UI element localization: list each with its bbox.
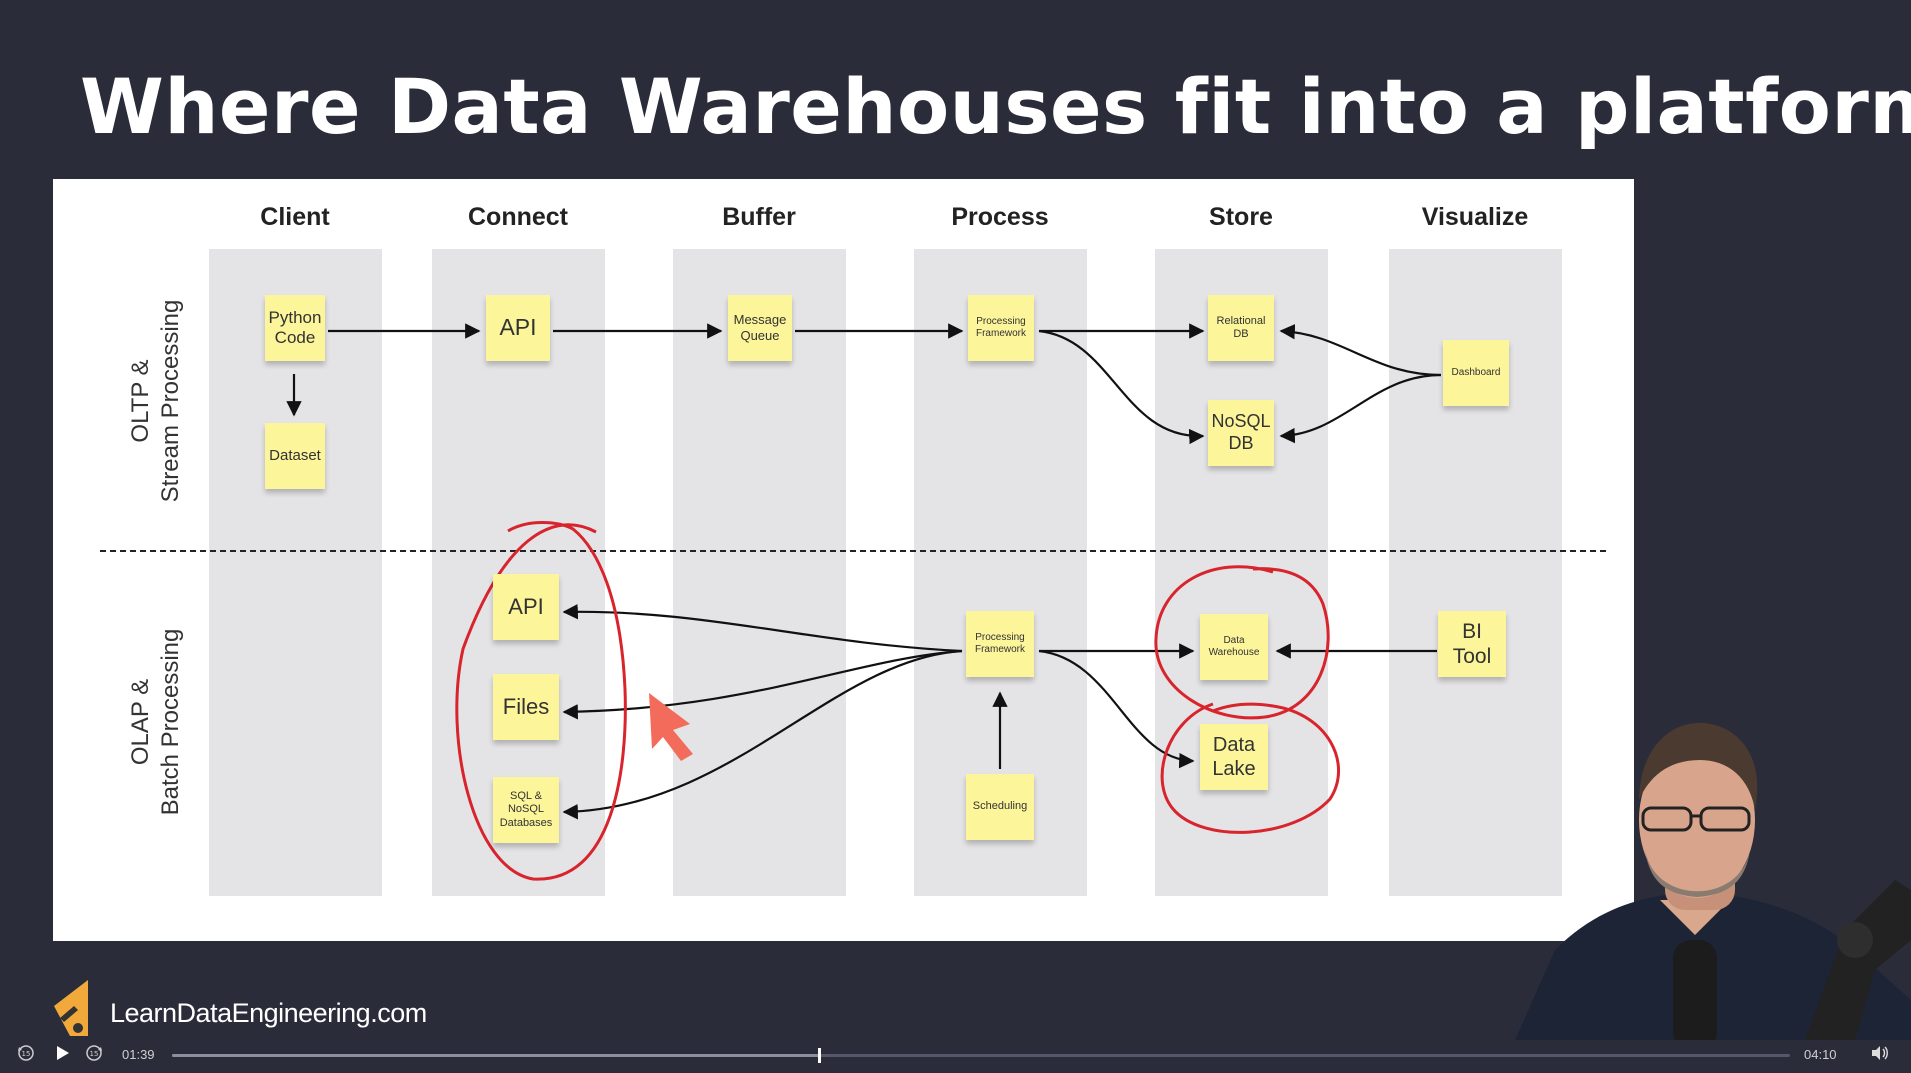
note-message-queue: Message Queue [728, 295, 792, 361]
column-header-process: Process [951, 203, 1049, 231]
current-time: 01:39 [122, 1047, 155, 1062]
note-relational-db: Relational DB [1208, 295, 1274, 361]
column-header-client: Client [260, 203, 330, 231]
svg-text:15: 15 [22, 1050, 31, 1058]
column-header-store: Store [1209, 203, 1273, 231]
annotation-circle-connect [455, 521, 627, 881]
red-annotations [455, 521, 1340, 881]
column-header-visualize: Visualize [1421, 203, 1529, 231]
row-divider [100, 550, 1606, 552]
note-scheduling: Scheduling [966, 774, 1034, 840]
diagram-connectors [286, 323, 1442, 881]
arrow-dashboard-to-nosql [1279, 373, 1442, 444]
arrow-processing-to-sql [562, 649, 963, 820]
annotation-circle-warehouse [1154, 565, 1330, 720]
presenter-webcam [1515, 722, 1911, 1040]
svg-text:15: 15 [90, 1050, 99, 1058]
note-processing-framework-top: Processing Framework [968, 295, 1034, 361]
column-header-buffer: Buffer [722, 203, 796, 231]
forward-15-icon[interactable]: 15 [84, 1043, 104, 1063]
slide-title: Where Data Warehouses fit into a platfor… [80, 62, 1911, 151]
progress-fill [172, 1054, 820, 1057]
arrow-dashboard-to-relational [1279, 323, 1442, 377]
arrow-processing-to-lake [1038, 649, 1195, 769]
note-dataset: Dataset [265, 423, 325, 489]
arrow-processing-to-nosql [1038, 329, 1205, 445]
arrow-processing-to-files [562, 649, 963, 720]
note-api-top: API [486, 295, 550, 361]
column-header-connect: Connect [468, 203, 568, 231]
note-nosql-db: NoSQL DB [1208, 400, 1274, 466]
volume-icon[interactable] [1870, 1043, 1890, 1063]
annotation-circle-lake [1160, 702, 1340, 834]
brand-site-name: LearnDataEngineering.com [110, 998, 427, 1028]
note-files: Files [493, 674, 559, 740]
cursor-arrow-icon [649, 693, 693, 761]
brand-logo-icon [54, 980, 88, 1036]
note-dashboard: Dashboard [1443, 340, 1509, 406]
arrow-processing-to-api [562, 604, 963, 653]
note-processing-framework-bottom: Processing Framework [966, 611, 1034, 677]
rewind-15-icon[interactable]: 15 [16, 1043, 36, 1063]
note-api-bottom: API [493, 574, 559, 640]
note-bi-tool: BI Tool [1438, 611, 1506, 677]
note-python-code: Python Code [265, 295, 325, 361]
note-sql-nosql-databases: SQL & NoSQL Databases [493, 777, 559, 843]
duration: 04:10 [1804, 1047, 1837, 1062]
diagram-slide: Client Connect Buffer Process Store Visu… [53, 179, 1634, 941]
play-icon[interactable] [52, 1043, 72, 1063]
progress-thumb[interactable] [818, 1048, 822, 1063]
progress-bar[interactable] [172, 1048, 1790, 1063]
note-data-lake: Data Lake [1200, 724, 1268, 790]
note-data-warehouse: Data Warehouse [1200, 614, 1268, 680]
